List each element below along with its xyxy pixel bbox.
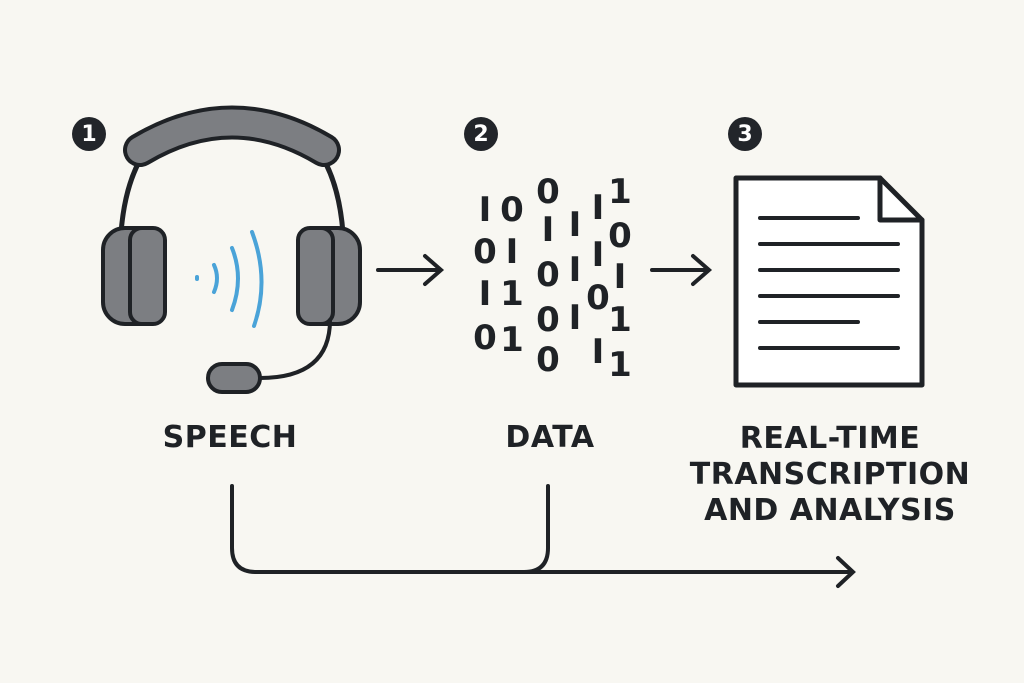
binary-digit: 0 (500, 190, 524, 230)
binary-digit: I (478, 274, 492, 314)
binary-digit: I (568, 250, 582, 290)
binary-digit: I (505, 232, 519, 272)
binary-digit: I (478, 190, 492, 230)
binary-digit: 0 (473, 318, 497, 358)
speech-label: SPEECH (162, 420, 298, 455)
document-icon (733, 175, 925, 388)
bottom-flow-arrow (230, 484, 856, 588)
binary-digit: I (591, 332, 605, 372)
binary-digit: 1 (500, 320, 524, 360)
step-3-badge: 3 (728, 117, 762, 151)
arrow-speech-to-data (376, 254, 445, 286)
binary-digit: 0 (536, 340, 560, 380)
binary-digit: 1 (500, 274, 524, 314)
binary-digit: 0 (536, 300, 560, 340)
binary-digit: I (591, 188, 605, 228)
binary-digit: 0 (473, 232, 497, 272)
transcription-label: REAL-TIME TRANSCRIPTION AND ANALYSIS (689, 421, 971, 528)
binary-digit: 0 (536, 255, 560, 295)
step-2-badge: 2 (464, 117, 498, 151)
binary-digit: 1 (608, 345, 632, 385)
binary-digit: 0 (536, 172, 560, 212)
sound-wave-icon (195, 230, 264, 328)
arrow-data-to-transcript (650, 254, 713, 286)
binary-digit: I (591, 235, 605, 275)
binary-digit: 1 (608, 300, 632, 340)
binary-digit: I (568, 298, 582, 338)
data-label: DATA (505, 420, 595, 455)
binary-digit: I (613, 257, 627, 297)
binary-digit: I (568, 205, 582, 245)
step-1-badge: 1 (72, 117, 106, 151)
binary-digit: I (541, 210, 555, 250)
binary-digit: 0 (586, 278, 610, 318)
headset-icon (101, 105, 362, 394)
binary-digit: 0 (608, 216, 632, 256)
binary-digit: 1 (608, 172, 632, 212)
